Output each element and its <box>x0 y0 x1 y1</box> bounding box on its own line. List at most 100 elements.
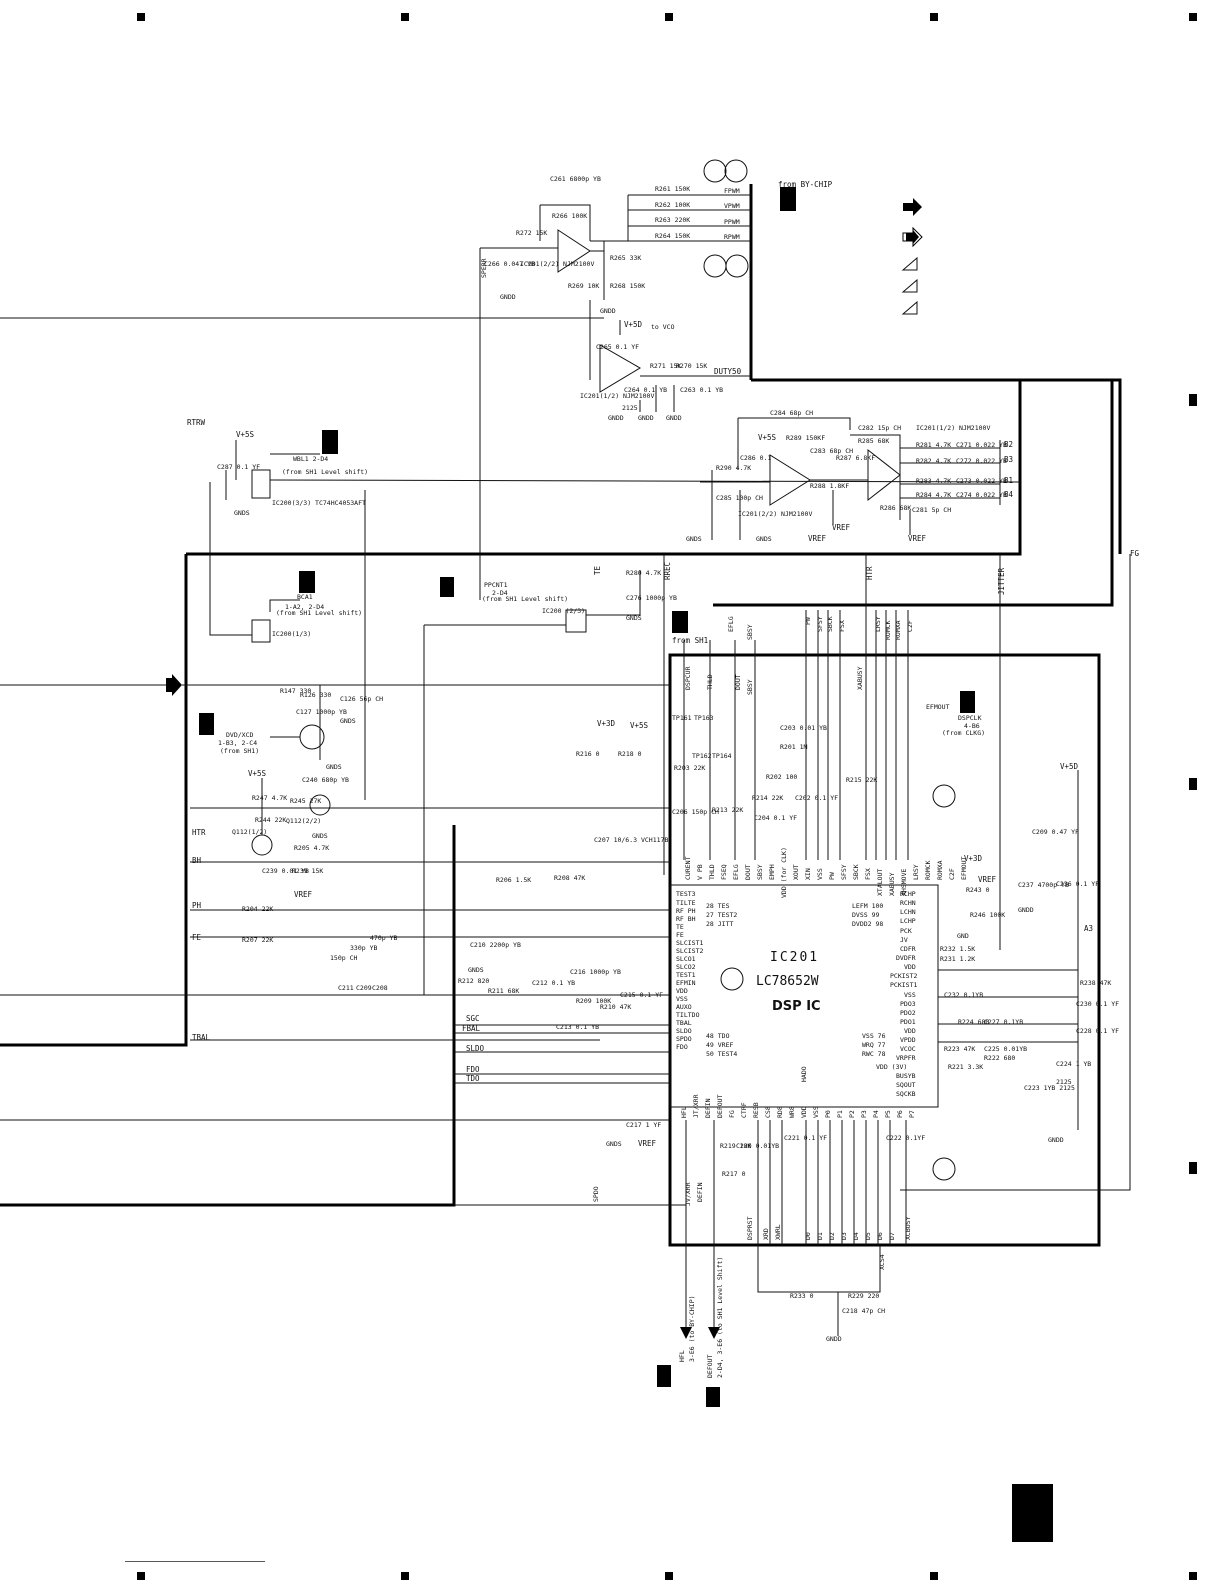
c126-label: C126 56p CH <box>340 695 383 703</box>
b3-label: B3 <box>1004 455 1013 464</box>
c211-value: 150p CH <box>330 954 357 962</box>
r126-label: R126 330 <box>300 691 331 699</box>
pin-tdo: 48 TDO <box>706 1032 730 1040</box>
d4-bus-label: D4 <box>852 1232 860 1240</box>
ic200-1-label: IC200(1/3) <box>272 630 311 638</box>
r223-label: R223 47K <box>944 1045 975 1053</box>
c237-label: C237 4700p YB <box>1018 881 1069 889</box>
pin-wr8: WR8 <box>788 1106 796 1118</box>
pin-cdfr: CDFR <box>900 945 916 953</box>
gndd-bottom-label: GNDD <box>826 1335 842 1343</box>
vertical-bus-lines: TE RREC HTR JITTER FG PW SFSY SBCK FSX L… <box>593 549 1140 1191</box>
d6-bus-label: D6 <box>876 1232 884 1240</box>
ic201-body <box>669 884 939 1108</box>
c271-label: C271 0.022 YB <box>956 441 1007 449</box>
gnds-amp-label-1: GNDS <box>686 535 702 543</box>
pin-vss76: VSS 76 <box>862 1032 886 1040</box>
r239-label: R239 15K <box>292 867 323 875</box>
pin-pw: PW <box>828 872 836 880</box>
pin-jitt: 28 JITT <box>706 920 733 928</box>
r271-label: R271 15K <box>650 362 681 370</box>
ppwm-label: PPWM <box>724 218 740 226</box>
c209r-label: C209 0.47 YF <box>1032 828 1079 836</box>
opamp-vco-label: IC201(1/2) NJM2100V <box>580 392 654 400</box>
r246-label: R246 100K <box>970 911 1005 919</box>
c208-label: C208 <box>372 984 388 992</box>
pin-p7: P7 <box>908 1110 916 1118</box>
c2f-bus-label: C2F <box>906 620 914 632</box>
pin-dvdfr: DVDFR <box>896 954 916 962</box>
rpwm-label: RPWM <box>724 233 740 241</box>
sbck-bus-label: SBCK <box>826 616 834 632</box>
r205-label: R205 4.7K <box>294 844 329 852</box>
r208-label: R208 47K <box>554 874 585 882</box>
pin-vref: 49 VREF <box>706 1041 733 1049</box>
r288-label: R288 1.8KF <box>810 482 849 490</box>
c215-label: C215 0.1 YF <box>620 991 663 999</box>
r212-label: R212 820 <box>458 977 489 985</box>
sgc-signal-label: SGC <box>466 1014 480 1023</box>
c287-label: C287 0.1 YF <box>217 463 260 471</box>
pin-vdd-clk: VDD (for CLK) <box>780 847 788 898</box>
c225-label: C225 0.01YB <box>984 1045 1027 1053</box>
pin-sbsy: SBSY <box>756 864 764 880</box>
r265-label: R265 33K <box>610 254 641 262</box>
gnds-dsp-label: GNDS <box>606 1140 622 1148</box>
signal-route-legend <box>901 198 923 315</box>
pin-rchp: RCHP <box>900 890 916 898</box>
c208-value: 470p YB <box>370 934 397 942</box>
pin-lefm: LEFM 100 <box>852 902 883 910</box>
v5s-amp-label: V+5S <box>758 433 777 442</box>
ppcnt1-note: (from SH1 Level shift) <box>482 595 568 603</box>
c230-label: C230 0.1 YF <box>1076 1000 1119 1008</box>
r247-label: R247 4.7K <box>252 794 287 802</box>
r216-label: R216 0 <box>576 750 600 758</box>
pin-vdd-r1: VDD <box>904 963 916 971</box>
r224-label: R224 680 <box>958 1018 989 1026</box>
te-bus-label: TE <box>593 565 602 575</box>
pin-thld: THLD <box>708 864 716 880</box>
r222-label: R222 680 <box>984 1054 1015 1062</box>
c213-label: C213 0.1 YB <box>556 1023 599 1031</box>
d2-bus-label: D2 <box>828 1232 836 1240</box>
pin-lrsy: LRSY <box>912 864 920 880</box>
pin-rchn: RCHN <box>900 899 916 907</box>
tbal-signal-label: TBAL <box>192 1033 211 1042</box>
c210-label: C210 2200p YB <box>470 941 521 949</box>
c239-label: C239 0.01 YB <box>262 867 309 875</box>
jvxrr-bus-label: JV/XRR <box>684 1182 692 1206</box>
duty50-label: DUTY50 <box>714 367 742 376</box>
c232-label: C232 0.1YB <box>944 991 983 999</box>
pin-romxa: ROMXA <box>936 860 944 880</box>
r219-label: R219 10K <box>720 1142 751 1150</box>
xrd-bus-label: XRD <box>762 1228 770 1240</box>
amp-ic2-label: IC201(2/2) NJM2100V <box>738 510 812 518</box>
rrec-bus-label: RREC <box>663 562 672 580</box>
pin-rd8: RD8 <box>776 1106 784 1118</box>
pin-test4: 50 TEST4 <box>706 1050 737 1058</box>
c223-label: C223 1YB 2125 <box>1024 1084 1075 1092</box>
r207-label: R207 22K <box>242 936 273 944</box>
pin-vss-r: VSS <box>904 991 916 999</box>
pin-busyb: BUSYB <box>896 1072 916 1080</box>
pin-sldo: SLDO <box>676 1027 692 1035</box>
wbl1-label: WBL1 2-D4 <box>293 455 328 463</box>
r284-label: R284 4.7K <box>916 491 951 499</box>
ref-block-8 <box>657 1365 671 1387</box>
romck-bus-label: ROMCK <box>884 620 892 640</box>
xwrl-bus-label: XWRL <box>774 1224 782 1240</box>
c206-label: C206 150p CH <box>672 808 719 816</box>
r282-label: R282 4.7K <box>916 457 951 465</box>
romxa-bus-label: ROMXA <box>894 620 902 640</box>
pin-xhsmove: XHSMOVE <box>900 869 908 896</box>
sperr-label: SPERR <box>480 258 488 278</box>
eflg-bus-label: EFLG <box>727 616 735 632</box>
v5s-q-label: V+5S <box>248 769 267 778</box>
c227-label: C227 0.1YB <box>984 1018 1023 1026</box>
thld-label: THLD <box>706 674 714 690</box>
d0-bus-label: D0 <box>804 1232 812 1240</box>
opamp-top-label: IC201(2/2) NJM2100V <box>520 260 594 268</box>
r217-label: R217 0 <box>722 1170 746 1178</box>
ic200-3-label: IC200(3/3) TC74HC4053AFT <box>272 499 366 507</box>
